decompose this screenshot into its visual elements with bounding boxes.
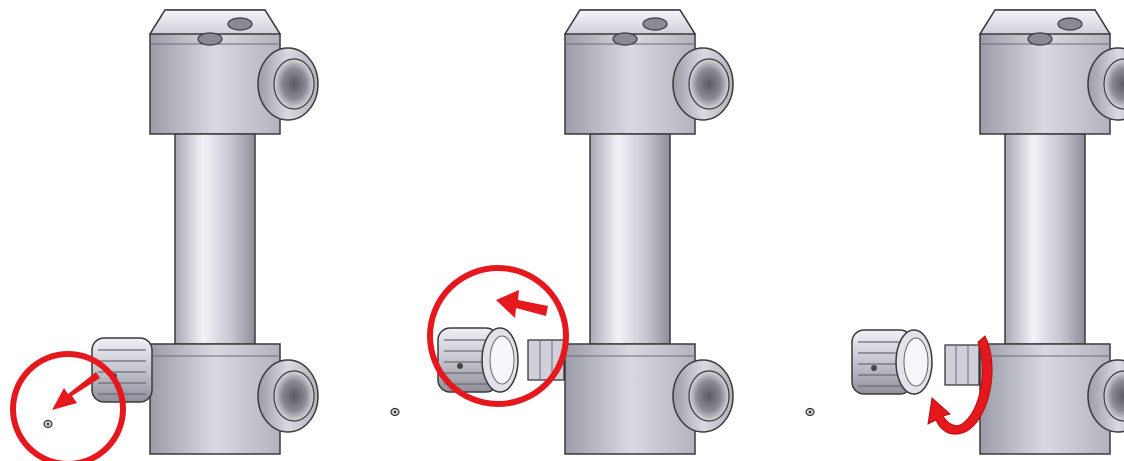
gauge-body (979, 9, 1124, 455)
red-circle-highlight (427, 265, 569, 407)
red-arrow-icon (496, 290, 548, 318)
gauge-body (149, 9, 319, 455)
red-arrow-icon (52, 372, 100, 410)
panel-step-2 (390, 9, 734, 455)
red-circle-highlight (10, 351, 126, 461)
knurled-knob (437, 327, 519, 393)
gauge-body (564, 9, 734, 455)
hex-nut (944, 344, 980, 386)
set-screw (390, 407, 400, 417)
set-screw (43, 419, 53, 429)
red-rotation-arrow-icon (927, 335, 993, 435)
panel-step-3 (805, 9, 1124, 455)
set-screw (805, 407, 815, 417)
panel-step-1 (10, 9, 319, 461)
knurled-knob (851, 329, 933, 395)
